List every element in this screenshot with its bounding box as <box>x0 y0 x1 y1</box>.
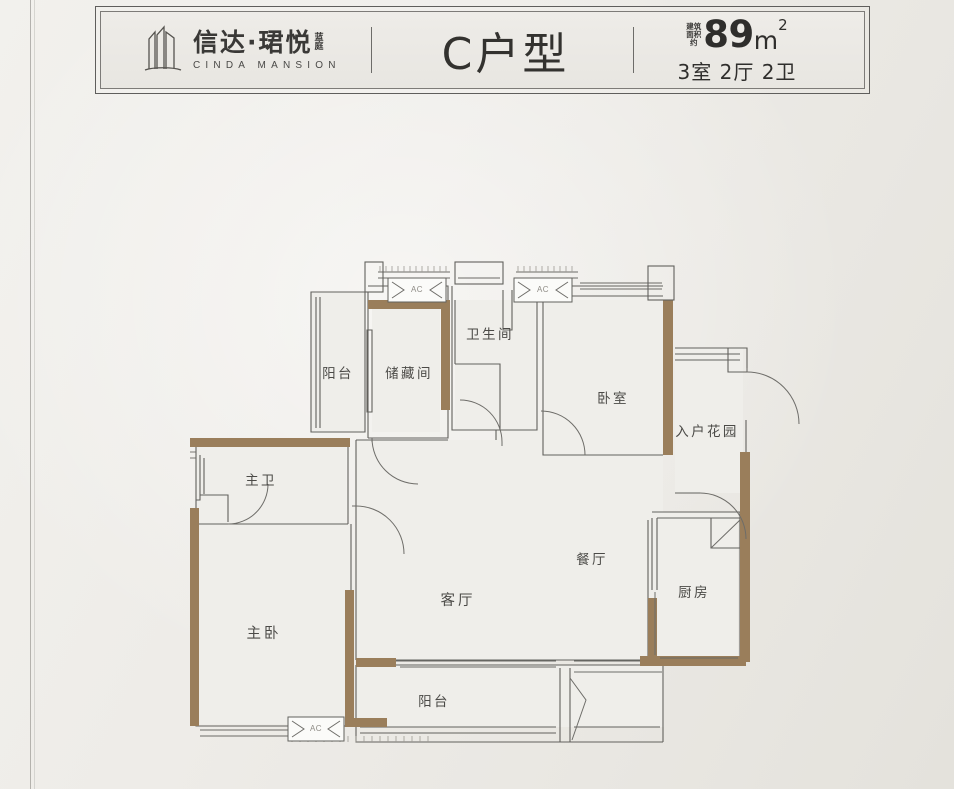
ac-labels: AC AC AC <box>310 285 549 733</box>
header-divider-left <box>371 27 372 73</box>
header-banner: 信达·珺悦 蓝 庭 CINDA MANSION C户型 建筑 面积 约 89 <box>95 6 870 94</box>
room-label-master-bath: 主卫 <box>245 473 277 489</box>
doors <box>227 368 800 655</box>
ac-unit-top-right <box>513 277 573 303</box>
ac-unit-top-left <box>387 277 447 303</box>
ac-label-top-right: AC <box>537 285 549 294</box>
room-label-master-bed: 主卧 <box>247 625 282 642</box>
room-fills <box>196 292 743 727</box>
brand-name-en: CINDA MANSION <box>193 59 341 71</box>
room-layout-label: 3室 2厅 2卫 <box>677 59 797 84</box>
brand-logo: 信达·珺悦 蓝 庭 CINDA MANSION <box>101 23 371 77</box>
room-label-kitchen: 厨房 <box>678 585 710 601</box>
room-label-entry-garden: 入户花园 <box>675 423 739 440</box>
ac-label-top-left: AC <box>411 285 423 294</box>
building-tower-icon <box>143 23 183 77</box>
room-label-dining: 餐厅 <box>576 552 608 568</box>
ac-label-bottom-left: AC <box>310 724 322 733</box>
brand-name-cn: 信达·珺悦 <box>193 27 313 57</box>
unit-type-title: C户型 <box>441 29 570 80</box>
header-divider-right <box>633 27 634 73</box>
room-label-storage: 储藏间 <box>385 366 433 382</box>
room-labels: 阳台 储藏间 卫生间 卧室 入户花园 主卫 主卧 客厅 餐厅 厨房 阳台 <box>245 327 739 710</box>
brand-name-cn-sub-1: 蓝 <box>314 32 324 43</box>
room-label-bedroom-2: 卧室 <box>597 390 629 407</box>
header-frame-outer <box>95 6 870 94</box>
area-unit-superscript: 2 <box>778 15 788 34</box>
room-label-living: 客厅 <box>441 592 476 609</box>
structural-walls <box>190 300 750 727</box>
area-spec: 建筑 面积 约 89 m 2 3室 2厅 2卫 <box>634 16 864 85</box>
area-prefix-label: 建筑 面积 约 <box>686 22 702 48</box>
room-label-bathroom: 卫生间 <box>466 327 514 343</box>
brand-name-cn-sub-2: 庭 <box>314 42 324 53</box>
header-fill <box>101 12 864 88</box>
header-frame-inner <box>100 11 865 89</box>
room-label-balcony-top: 阳台 <box>322 366 354 382</box>
ac-units <box>287 261 675 742</box>
page-edge-line-secondary <box>34 0 35 789</box>
ac-unit-bottom-left <box>287 716 345 742</box>
page-edge-line <box>30 0 31 789</box>
room-label-balcony-bottom: 阳台 <box>418 694 450 710</box>
area-number: 89 <box>703 12 754 56</box>
area-unit: m <box>753 25 779 55</box>
